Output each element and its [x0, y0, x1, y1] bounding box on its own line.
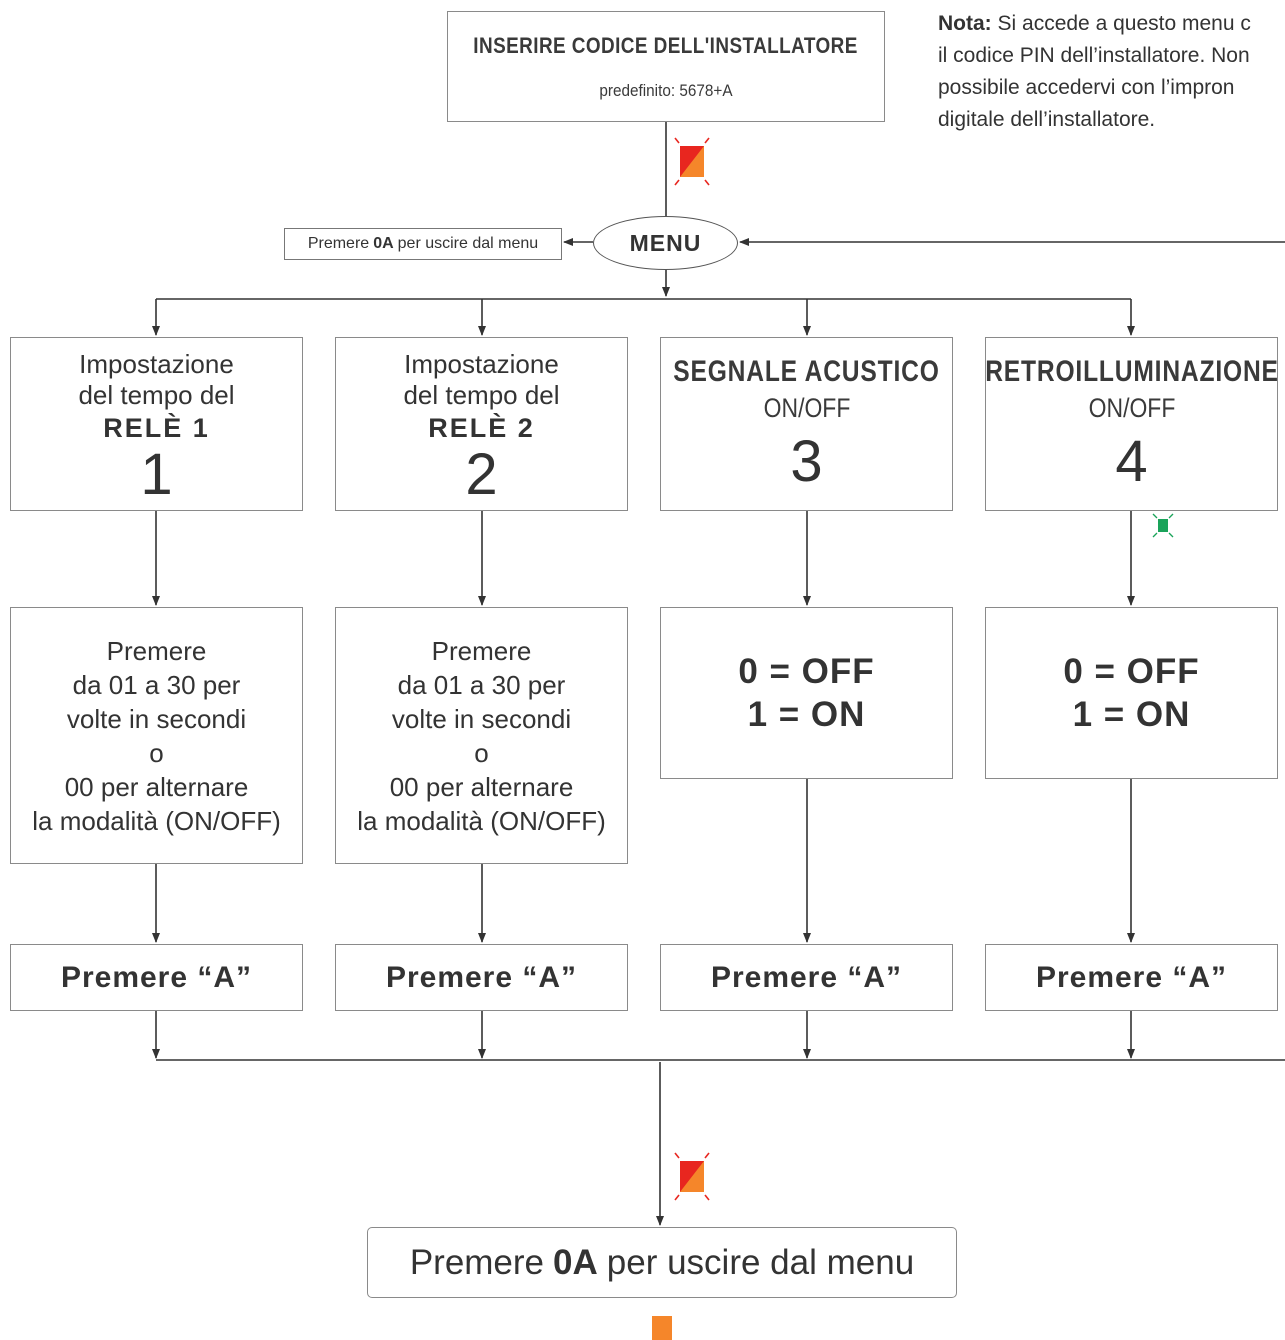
- note-line-4: digitale dell’installatore.: [938, 108, 1156, 131]
- instr-2-line4: o: [474, 737, 489, 768]
- instruction-backlight: 0 = OFF 1 = ON: [985, 607, 1278, 779]
- instr-2-line2: da 01 a 30 per: [397, 669, 566, 700]
- led-red-orange-blinking-icon: [674, 137, 710, 186]
- installer-code-box: INSERIRE CODICE DELL'INSTALLATORE predef…: [447, 11, 885, 122]
- option-relay-2: Impostazione del tempo del RELÈ 2 2: [335, 337, 628, 511]
- note-line-2: il codice PIN dell’installatore. Non: [938, 44, 1250, 67]
- instr-2-line6: la modalità (ON/OFF): [357, 805, 606, 836]
- menu-node: MENU: [593, 216, 738, 270]
- option-1-line2: del tempo del: [78, 380, 235, 410]
- instr-4-off: 0 = OFF: [1063, 652, 1200, 691]
- option-1-relay-label: RELÈ 1: [103, 413, 210, 443]
- option-2-line1: Impostazione: [404, 349, 559, 379]
- instruction-buzzer: 0 = OFF 1 = ON: [660, 607, 953, 779]
- instruction-relay-1: Premere da 01 a 30 per volte in secondi …: [10, 607, 303, 864]
- press-a-box-4: Premere “A”: [985, 944, 1278, 1011]
- instr-1-line1: Premere: [106, 635, 207, 666]
- option-backlight: RETROILLUMINAZIONE ON/OFF 4: [985, 337, 1278, 511]
- instr-2-line1: Premere: [431, 635, 532, 666]
- instr-1-line3: volte in secondi: [66, 703, 247, 734]
- press-a-box-3: Premere “A”: [660, 944, 953, 1011]
- note-text: Nota: Si accede a questo menu c il codic…: [938, 8, 1285, 136]
- exit-menu-hint: Premere 0A per uscire dal menu: [284, 228, 562, 260]
- exit-box-before: Premere: [409, 1242, 545, 1282]
- press-a-label: Premere “A”: [1035, 960, 1228, 994]
- option-4-number: 4: [1115, 429, 1148, 494]
- note-line-1: Si accede a questo menu c: [997, 12, 1251, 35]
- option-buzzer: SEGNALE ACUSTICO ON/OFF 3: [660, 337, 953, 511]
- note-line-3: possibile accedervi con l’impron: [938, 76, 1235, 99]
- instr-3-off: 0 = OFF: [738, 652, 875, 691]
- press-a-label: Premere “A”: [60, 960, 253, 994]
- press-a-box-1: Premere “A”: [10, 944, 303, 1011]
- instr-2-line3: volte in secondi: [391, 703, 572, 734]
- option-1-line1: Impostazione: [79, 349, 234, 379]
- instr-1-line5: 00 per alternare: [64, 771, 249, 802]
- option-2-line2: del tempo del: [403, 380, 560, 410]
- exit-menu-box: Premere 0A per uscire dal menu: [367, 1227, 957, 1298]
- option-3-title: SEGNALE ACUSTICO: [673, 355, 940, 388]
- led-red-orange-blinking-icon: [674, 1152, 710, 1201]
- instr-1-line4: o: [149, 737, 164, 768]
- led-orange-icon: [652, 1316, 672, 1340]
- option-relay-1: Impostazione del tempo del RELÈ 1 1: [10, 337, 303, 511]
- instr-3-on: 1 = ON: [747, 695, 866, 734]
- note-label: Nota:: [938, 12, 992, 35]
- option-2-number: 2: [465, 442, 498, 507]
- instruction-relay-2: Premere da 01 a 30 per volte in secondi …: [335, 607, 628, 864]
- press-a-label: Premere “A”: [710, 960, 903, 994]
- exit-box-code: 0A: [553, 1242, 598, 1282]
- instr-1-line2: da 01 a 30 per: [72, 669, 241, 700]
- instr-1-line6: la modalità (ON/OFF): [32, 805, 281, 836]
- instr-2-line5: 00 per alternare: [389, 771, 574, 802]
- option-4-title: RETROILLUMINAZIONE: [984, 355, 1279, 388]
- instr-4-on: 1 = ON: [1072, 695, 1191, 734]
- option-3-number: 3: [790, 429, 823, 494]
- exit-hint-before: Premere: [307, 235, 370, 252]
- press-a-label: Premere “A”: [385, 960, 578, 994]
- exit-box-after: per uscire dal menu: [606, 1242, 915, 1282]
- exit-hint-code: 0A: [373, 235, 394, 252]
- led-green-blinking-icon: [1152, 513, 1174, 538]
- press-a-box-2: Premere “A”: [335, 944, 628, 1011]
- option-1-number: 1: [140, 442, 173, 507]
- installer-code-title: INSERIRE CODICE DELL'INSTALLATORE: [473, 32, 859, 58]
- installer-default-code: predefinito: 5678+A: [599, 80, 733, 100]
- exit-hint-after: per uscire dal menu: [397, 235, 539, 252]
- option-3-sub: ON/OFF: [763, 393, 850, 423]
- option-2-relay-label: RELÈ 2: [428, 413, 535, 443]
- option-4-sub: ON/OFF: [1088, 393, 1175, 423]
